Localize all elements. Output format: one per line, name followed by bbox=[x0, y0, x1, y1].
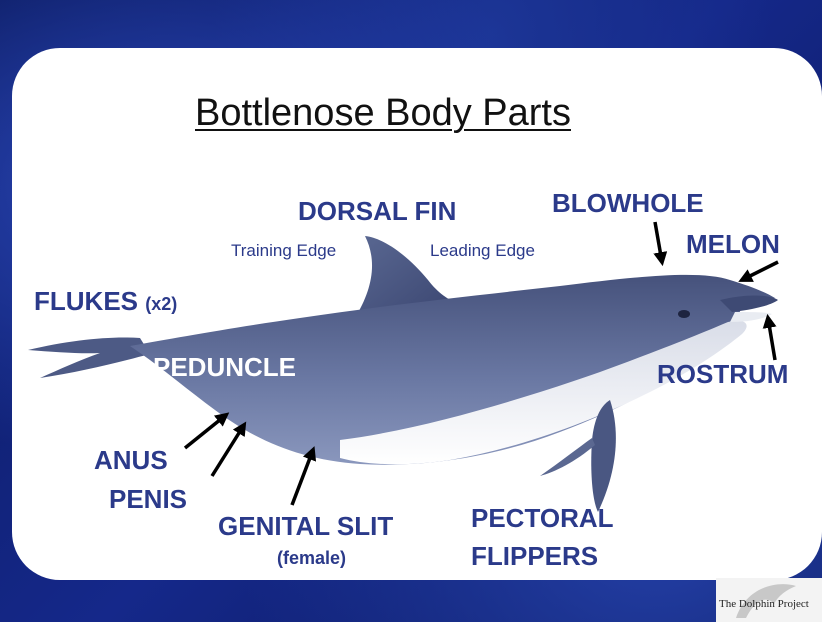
label-anus: ANUS bbox=[94, 447, 168, 473]
label-genital-slit-note: (female) bbox=[277, 549, 346, 567]
label-pectoral: PECTORAL bbox=[471, 505, 614, 531]
label-dorsal-fin: DORSAL FIN bbox=[298, 198, 456, 224]
penis-arrow bbox=[212, 425, 244, 476]
label-leading-edge: Leading Edge bbox=[430, 242, 535, 259]
label-flippers: FLIPPERS bbox=[471, 543, 598, 569]
logo-text: The Dolphin Project bbox=[719, 598, 809, 610]
label-penis: PENIS bbox=[109, 486, 187, 512]
rostrum-arrow bbox=[768, 318, 775, 360]
label-flukes-note: (x2) bbox=[145, 294, 177, 314]
anus-arrow bbox=[185, 415, 226, 448]
label-blowhole: BLOWHOLE bbox=[552, 190, 704, 216]
label-training-edge: Training Edge bbox=[231, 242, 336, 259]
label-genital-slit: GENITAL SLIT bbox=[218, 513, 393, 539]
blowhole-arrow bbox=[655, 222, 662, 262]
genital-slit-arrow bbox=[292, 450, 313, 505]
eye bbox=[678, 310, 690, 318]
label-flukes-text: FLUKES bbox=[34, 286, 138, 316]
melon-arrow bbox=[742, 262, 778, 280]
label-flukes: FLUKES (x2) bbox=[34, 288, 177, 314]
label-melon: MELON bbox=[686, 231, 780, 257]
dolphin-project-logo: The Dolphin Project bbox=[716, 578, 822, 622]
flukes-shape bbox=[28, 338, 150, 379]
label-peduncle: PEDUNCLE bbox=[153, 354, 296, 380]
label-rostrum: ROSTRUM bbox=[657, 361, 788, 387]
